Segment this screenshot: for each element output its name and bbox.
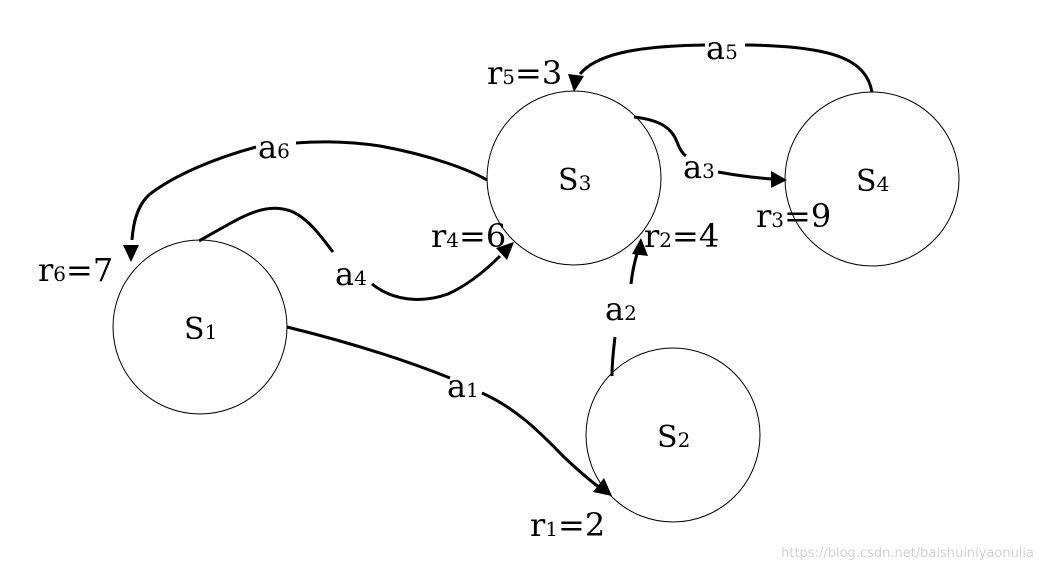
edge-a3 bbox=[633, 115, 773, 181]
edge-a3-arrowhead bbox=[771, 171, 787, 188]
state-s2-circle bbox=[585, 347, 761, 523]
state-s2-label: S2 bbox=[657, 420, 690, 455]
action-a3-label: a3 bbox=[683, 148, 715, 186]
edge-a1 bbox=[286, 325, 601, 490]
reward-r1-label: r1=2 bbox=[530, 506, 605, 544]
edge-a4-arrowhead bbox=[496, 242, 514, 260]
edge-a4 bbox=[198, 206, 502, 301]
action-a4-label: a4 bbox=[335, 255, 367, 293]
action-a2-label: a2 bbox=[605, 290, 637, 328]
reward-r2-label: r2=4 bbox=[644, 217, 719, 255]
action-a6-label: a6 bbox=[258, 128, 290, 166]
edge-a2 bbox=[610, 253, 639, 377]
edge-a5 bbox=[578, 43, 874, 93]
edge-a6 bbox=[130, 140, 488, 241]
reward-r5-label: r5=3 bbox=[487, 54, 562, 92]
action-a1-label: a1 bbox=[447, 367, 479, 405]
state-s1-label: S1 bbox=[184, 312, 217, 347]
reward-r4-label: r4=6 bbox=[431, 217, 506, 255]
reward-r3-label: r3=9 bbox=[756, 197, 831, 235]
watermark-text: https://blog.csdn.net/baishuiniyaonulia bbox=[781, 546, 1034, 561]
state-s3-label: S3 bbox=[558, 163, 591, 198]
edge-a2-arrowhead bbox=[632, 238, 648, 256]
edge-a5-arrowhead bbox=[568, 74, 584, 92]
edge-a6-arrowhead bbox=[123, 245, 139, 262]
action-a5-label: a5 bbox=[706, 29, 738, 67]
state-s4-label: S4 bbox=[856, 164, 889, 199]
edge-a1-arrowhead bbox=[593, 478, 612, 496]
reward-r6-label: r6=7 bbox=[38, 251, 113, 289]
